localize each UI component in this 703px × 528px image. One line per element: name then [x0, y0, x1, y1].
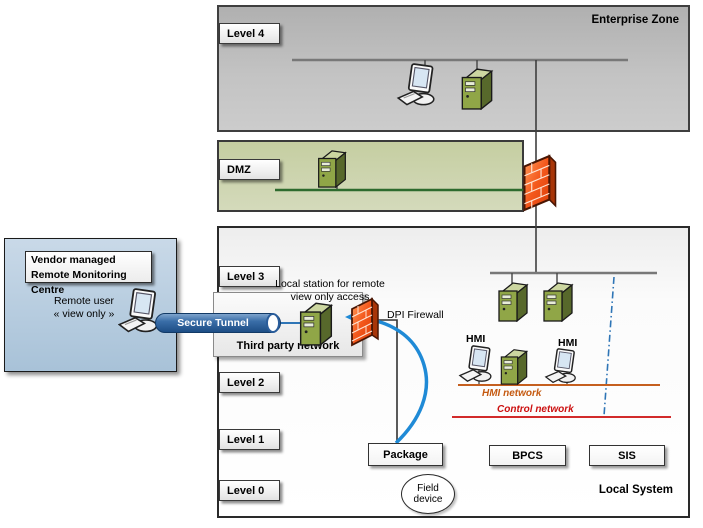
- enterprise-zone-title: Enterprise Zone: [591, 14, 679, 26]
- level-2-label: Level 2: [219, 372, 280, 393]
- dmz-server-icon: [318, 150, 347, 188]
- local-system-title: Local System: [598, 484, 673, 496]
- dmz-firewall-icon: [523, 154, 557, 212]
- vendor-centre-title: Vendor managed Remote Monitoring Centre: [25, 251, 152, 296]
- local-station-label: Local station for remote view only acces…: [275, 278, 385, 303]
- remote-user-workstation-icon: [118, 288, 158, 333]
- hmi-server-icon: [500, 349, 529, 385]
- level-1-label: Level 1: [219, 429, 280, 450]
- secure-tunnel-end-cap: [266, 313, 280, 333]
- enterprise-zone-box: Enterprise Zone: [217, 5, 690, 132]
- secure-tunnel-label: Secure Tunnel: [177, 317, 249, 329]
- local-station-server-icon: [299, 302, 334, 346]
- vendor-title-line1: Vendor managed: [31, 254, 116, 266]
- level-3-label: Level 3: [219, 266, 280, 287]
- enterprise-server-icon: [461, 68, 494, 110]
- vendor-title-line2: Remote Monitoring Centre: [31, 269, 127, 296]
- package-box: Package: [368, 443, 443, 466]
- field-device-shape: Field device: [401, 474, 455, 514]
- hmi-label-left: HMI: [466, 333, 486, 345]
- enterprise-workstation-icon: [396, 63, 435, 106]
- control-network-label: Control network: [497, 404, 574, 415]
- hmi-workstation-icon-1: [458, 345, 492, 382]
- level3-server-icon-2: [543, 282, 574, 322]
- local-system-box: Local System: [217, 226, 690, 518]
- hmi-network-label: HMI network: [482, 388, 542, 399]
- hmi-label-right: HMI: [558, 337, 578, 349]
- level3-server-icon-1: [498, 282, 529, 322]
- level-4-label: Level 4: [219, 23, 280, 44]
- bpcs-box: BPCS: [489, 445, 566, 466]
- third-party-network-label: Third party network: [236, 340, 340, 352]
- secure-tunnel: Secure Tunnel: [155, 313, 281, 333]
- remote-user-label: Remote user « view only »: [53, 295, 115, 320]
- sis-box: SIS: [589, 445, 665, 466]
- dmz-label: DMZ: [219, 159, 280, 180]
- dpi-firewall-icon: [351, 297, 379, 347]
- level-0-label: Level 0: [219, 480, 280, 501]
- dpi-firewall-label: DPI Firewall: [387, 309, 444, 321]
- hmi-workstation-icon-2: [544, 348, 576, 384]
